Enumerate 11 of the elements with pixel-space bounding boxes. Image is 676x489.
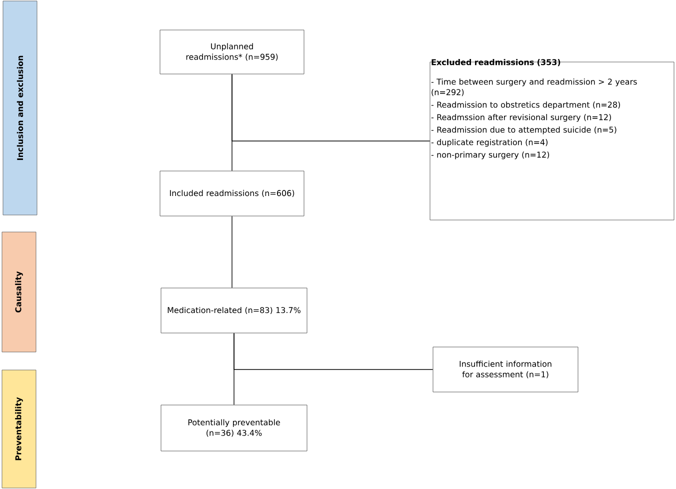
exclusion-box: Excluded readmissions (353) - Time between surgery and readmission > 2 years (n=292) - Readmission to obstretics department (n=28) - Readmssion after revisional surgery (n=12) - Readmission due to attempted suicide (n=5) - duplicate registration (n=4) - non-primary surgery (n=12) — [430, 59, 674, 220]
process-box: Included readmissions (n=606) — [160, 170, 304, 216]
process-box: Medication-related (n=83) 13.7% — [160, 288, 308, 334]
process-box: Insufficient information for assessment (n=1) — [432, 346, 578, 392]
phase-band: Inclusion and exclusion — [2, 0, 38, 216]
phase-band: Preventability — [2, 370, 36, 488]
phase-band: Causality — [2, 232, 36, 352]
process-box: Potentially preventable (n=36) 43.4% — [160, 404, 308, 452]
process-box: Unplanned readmissions* (n=959) — [160, 30, 304, 74]
connector-line — [234, 332, 434, 370]
connector-line — [232, 74, 430, 142]
